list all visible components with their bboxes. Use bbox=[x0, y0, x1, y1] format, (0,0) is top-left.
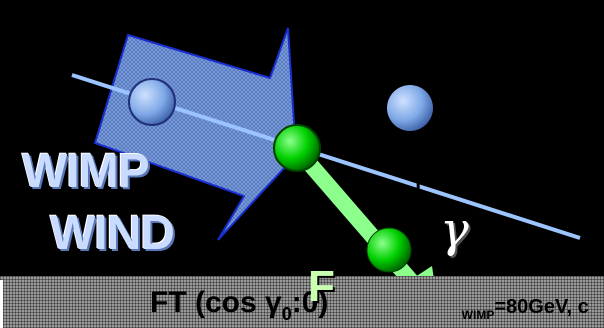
recoil-nucleus-moving bbox=[366, 227, 412, 273]
angle-arc bbox=[403, 179, 420, 229]
formula-text: FT (cos γ0:0) bbox=[150, 286, 329, 324]
recoil-nucleus-center bbox=[273, 124, 321, 172]
nucleus-left bbox=[128, 78, 176, 126]
mass-note: MWIMP=80GeV, c bbox=[461, 296, 589, 322]
strip-edge-mark bbox=[0, 280, 3, 328]
wimp-label: WIMP bbox=[22, 145, 150, 198]
wind-label: WIND bbox=[50, 207, 175, 260]
nucleus-right bbox=[387, 85, 433, 131]
caption-strip bbox=[0, 276, 604, 328]
force-label: F bbox=[308, 262, 335, 311]
angle-gamma-label: γ bbox=[440, 202, 469, 258]
